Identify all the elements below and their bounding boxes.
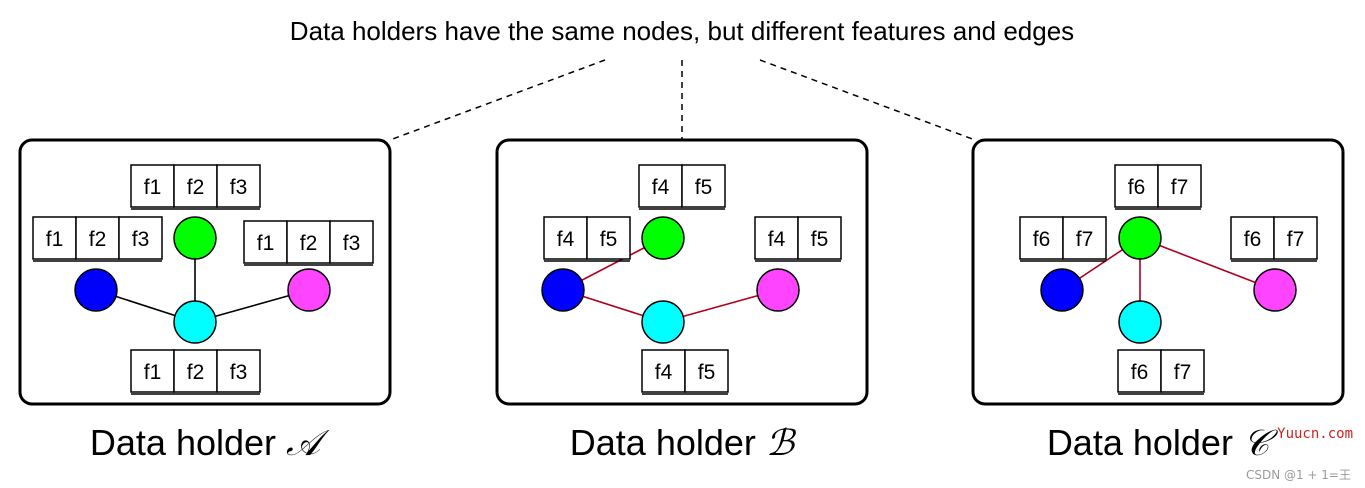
feature-table-cyan: f4 f5 [641, 349, 729, 395]
feature-label: f5 [698, 361, 716, 384]
dashed-connector-1 [389, 59, 606, 141]
node-green [641, 216, 685, 260]
node-blue [74, 268, 118, 312]
feature-label: f1 [46, 228, 64, 251]
holder-caption: Data holder 𝒞 [1047, 422, 1279, 464]
feature-label: f3 [343, 232, 361, 255]
feature-cell [754, 216, 799, 260]
feature-cell [1157, 164, 1202, 208]
title-connectors [389, 59, 976, 141]
holder-caption-text: Data holder [90, 422, 286, 463]
feature-label: f6 [1128, 176, 1146, 199]
node-green [173, 216, 217, 260]
feature-table-green: f1 f2 f3 [130, 164, 261, 210]
feature-table-green: f4 f5 [638, 164, 726, 210]
node-cyan [1118, 300, 1162, 344]
feature-label: f3 [230, 361, 248, 384]
feature-label: f4 [557, 228, 575, 251]
edge-green-magenta [1139, 237, 1276, 291]
holder-caption-symbol: 𝒞 [1243, 423, 1279, 464]
feature-table-green: f6 f7 [1114, 164, 1202, 210]
feature-cell [638, 164, 683, 208]
holder-caption-text: Data holder [1047, 422, 1243, 463]
holder-caption-symbol: ℬ [766, 423, 797, 464]
feature-table-cyan: f6 f7 [1117, 349, 1205, 395]
feature-cell [797, 216, 842, 260]
feature-cell [118, 216, 163, 260]
feature-label: f4 [655, 361, 673, 384]
feature-cell [1114, 164, 1159, 208]
feature-cell [173, 349, 218, 393]
feature-table-magenta: f6 f7 [1230, 216, 1318, 262]
feature-label: f4 [652, 176, 670, 199]
feature-label: f5 [695, 176, 713, 199]
feature-label: f6 [1033, 228, 1051, 251]
feature-label: f7 [1174, 361, 1192, 384]
node-blue [541, 268, 585, 312]
holder-caption: Data holder ℬ [570, 422, 797, 464]
feature-label: f5 [600, 228, 618, 251]
panel-frame [18, 138, 392, 406]
feature-cell [75, 216, 120, 260]
node-cyan [173, 300, 217, 344]
feature-label: f1 [257, 232, 275, 255]
panel-frame [971, 138, 1345, 406]
feature-label: f4 [768, 228, 786, 251]
node-green [1118, 216, 1162, 260]
feature-table-blue: f4 f5 [543, 216, 631, 262]
diagram-title: Data holders have the same nodes, but di… [290, 16, 1074, 46]
panel-frame [495, 138, 869, 406]
feature-cell [329, 220, 374, 264]
feature-label: f2 [187, 176, 205, 199]
feature-label: f1 [144, 176, 162, 199]
feature-label: f7 [1287, 228, 1305, 251]
feature-label: f7 [1171, 176, 1189, 199]
holder-caption: Data holder 𝒜 [90, 422, 330, 464]
feature-cell [586, 216, 631, 260]
feature-cell [173, 164, 218, 208]
feature-table-blue: f6 f7 [1019, 216, 1107, 262]
feature-cell [1160, 349, 1205, 393]
feature-label: f2 [300, 232, 318, 255]
feature-cell [216, 164, 261, 208]
feature-label: f2 [89, 228, 107, 251]
feature-cell [543, 216, 588, 260]
dashed-connector-3 [759, 59, 976, 141]
holder-caption-text: Data holder [570, 422, 766, 463]
feature-table-cyan: f1 f2 f3 [130, 349, 261, 395]
node-cyan [641, 300, 685, 344]
feature-label: f3 [132, 228, 150, 251]
feature-label: f2 [187, 361, 205, 384]
holder-caption-symbol: 𝒜 [286, 423, 330, 464]
watermark-credit: CSDN @1 + 1=王 [1245, 468, 1351, 482]
watermark-site: Yuucn.com [1277, 426, 1353, 442]
feature-table-magenta: f4 f5 [754, 216, 842, 262]
node-magenta [287, 268, 331, 312]
feature-cell [1273, 216, 1318, 260]
node-blue [1040, 268, 1084, 312]
node-magenta [756, 268, 800, 312]
feature-cell [1019, 216, 1064, 260]
feature-cell [216, 349, 261, 393]
feature-cell [1230, 216, 1275, 260]
feature-cell [1062, 216, 1107, 260]
feature-label: f5 [811, 228, 829, 251]
feature-label: f7 [1076, 228, 1094, 251]
feature-label: f3 [230, 176, 248, 199]
node-magenta [1253, 268, 1297, 312]
feature-cell [681, 164, 726, 208]
feature-label: f6 [1244, 228, 1262, 251]
feature-table-blue: f1 f2 f3 [32, 216, 163, 262]
feature-label: f1 [144, 361, 162, 384]
feature-cell [684, 349, 729, 393]
feature-label: f6 [1131, 361, 1149, 384]
feature-table-magenta: f1 f2 f3 [243, 220, 374, 266]
